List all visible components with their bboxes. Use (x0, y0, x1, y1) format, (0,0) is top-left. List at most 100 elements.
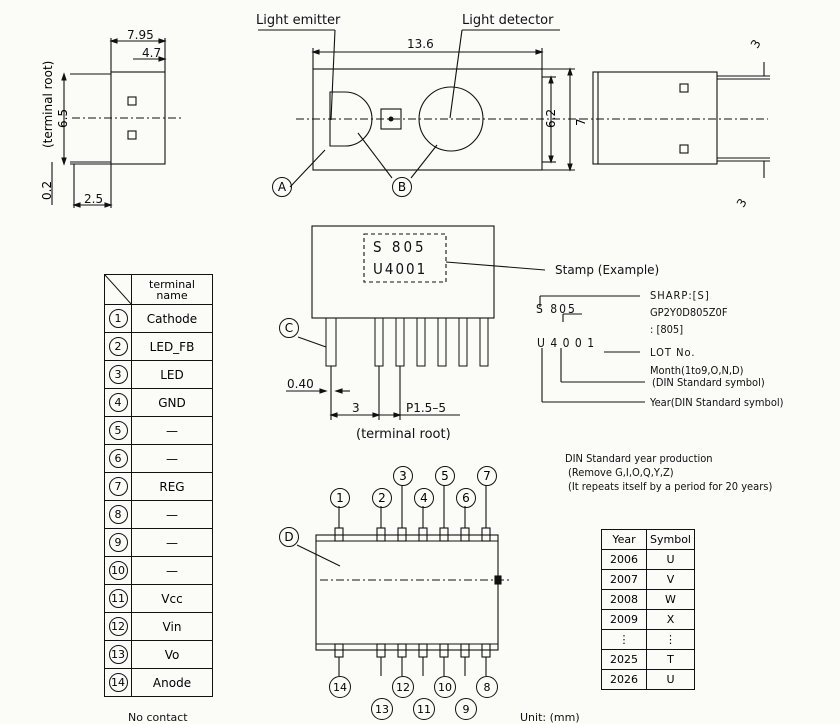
pin-number: 3 (108, 365, 128, 384)
table-row: 5— (104, 416, 213, 445)
dim-6-2: 6.2 (544, 108, 558, 128)
stamp-line-2: U4001 (373, 260, 428, 278)
pin-name: Vo (131, 640, 213, 669)
pin-label-5: 5 (435, 466, 455, 486)
table-row: ⋮⋮ (601, 629, 695, 650)
legend-part-code: : [805] (650, 323, 684, 336)
diagonal-line (105, 275, 132, 305)
year-cell: 2008 (601, 589, 647, 610)
pin-number: 9 (108, 533, 128, 552)
year-header: Year (601, 529, 647, 550)
front-view (258, 29, 585, 188)
marker-a: A (272, 177, 292, 197)
pin-number: 14 (108, 673, 128, 692)
year-cell: 2009 (601, 609, 647, 630)
year-cell: 2025 (601, 649, 647, 670)
stamp-callout: Stamp (Example) (555, 263, 660, 277)
pin-number: 12 (108, 617, 128, 636)
pin-label-4: 4 (414, 488, 434, 508)
dim-7: 7 (574, 118, 588, 126)
year-cell: 2026 (601, 669, 647, 690)
pin-label-12: 12 (392, 676, 414, 698)
legend-s805: S 805 (536, 302, 577, 316)
year-cell: ⋮ (601, 629, 647, 650)
pin-number: 4 (108, 393, 128, 412)
legend-lot: LOT No. (650, 346, 696, 359)
pin-name: Anode (131, 668, 213, 697)
pin-label-11: 11 (413, 698, 435, 720)
pin-name: REG (131, 472, 213, 501)
year-production-note-2: (It repeats itself by a period for 20 ye… (568, 480, 773, 493)
pin-label-9: 9 (455, 698, 477, 720)
pin-number: 10 (108, 561, 128, 580)
pin-name: Vin (131, 612, 213, 641)
symbol-cell: T (646, 649, 695, 670)
bottom-view (296, 485, 510, 676)
marker-c: C (279, 318, 299, 338)
pin-number: 2 (108, 337, 128, 356)
pin-name: GND (131, 388, 213, 417)
left-side-view (51, 38, 183, 208)
pin-name: Cathode (131, 304, 213, 333)
pin-number: 8 (108, 505, 128, 524)
stamp-legend-lines (539, 295, 645, 403)
symbol-cell: V (646, 569, 695, 590)
footer-left: No contact (128, 711, 188, 724)
symbol-cell: U (646, 549, 695, 570)
marker-b: B (392, 177, 412, 197)
legend-part: GP2Y0D805Z0F (650, 306, 728, 319)
symbol-cell: W (646, 589, 695, 610)
pin-number: 1 (108, 309, 128, 328)
table-row: 8— (104, 500, 213, 529)
marker-d: D (279, 527, 299, 547)
pin-name: LED_FB (131, 332, 213, 361)
light-emitter-label: Light emitter (256, 13, 341, 28)
legend-month-note: (DIN Standard symbol) (652, 376, 765, 389)
pin-label-1: 1 (330, 488, 350, 508)
dim-pitch: P1.5–5 (406, 401, 446, 415)
stamp-line-1: S 805 (373, 238, 427, 256)
pin-name: — (131, 500, 213, 529)
legend-sharp: SHARP:[S] (650, 289, 710, 302)
terminal-root-label: (terminal root) (356, 427, 451, 442)
pin-number: 5 (108, 421, 128, 440)
symbol-header: Symbol (646, 529, 695, 550)
pin-name: — (131, 444, 213, 473)
pin-label-7: 7 (477, 466, 497, 486)
pin-label-3: 3 (393, 466, 413, 486)
dim-2-5: 2.5 (84, 192, 104, 206)
pin-number: 13 (108, 645, 128, 664)
pin-label-8: 8 (476, 676, 498, 698)
dim-13-6: 13.6 (407, 37, 434, 51)
terminal-side-view (286, 225, 546, 420)
dim-6-5: 6.5 (56, 108, 70, 128)
dim-0-40: 0.40 (287, 377, 314, 391)
pin-label-6: 6 (456, 488, 476, 508)
table-header-row: terminal name (104, 274, 213, 305)
symbol-cell: U (646, 669, 695, 690)
year-production-title: DIN Standard year production (565, 452, 713, 465)
pin-name: Vcc (131, 584, 213, 613)
year-cell: 2006 (601, 549, 647, 570)
pin-label-10: 10 (434, 676, 456, 698)
terminal-root-vertical: (terminal root) (41, 60, 55, 148)
terminal-name-header: terminal name (131, 274, 213, 305)
year-production-note-1: (Remove G,I,O,Q,Y,Z) (568, 466, 674, 479)
legend-year: Year(DIN Standard symbol) (650, 396, 784, 409)
table-row: 9— (104, 528, 213, 557)
pin-number: 11 (108, 589, 128, 608)
